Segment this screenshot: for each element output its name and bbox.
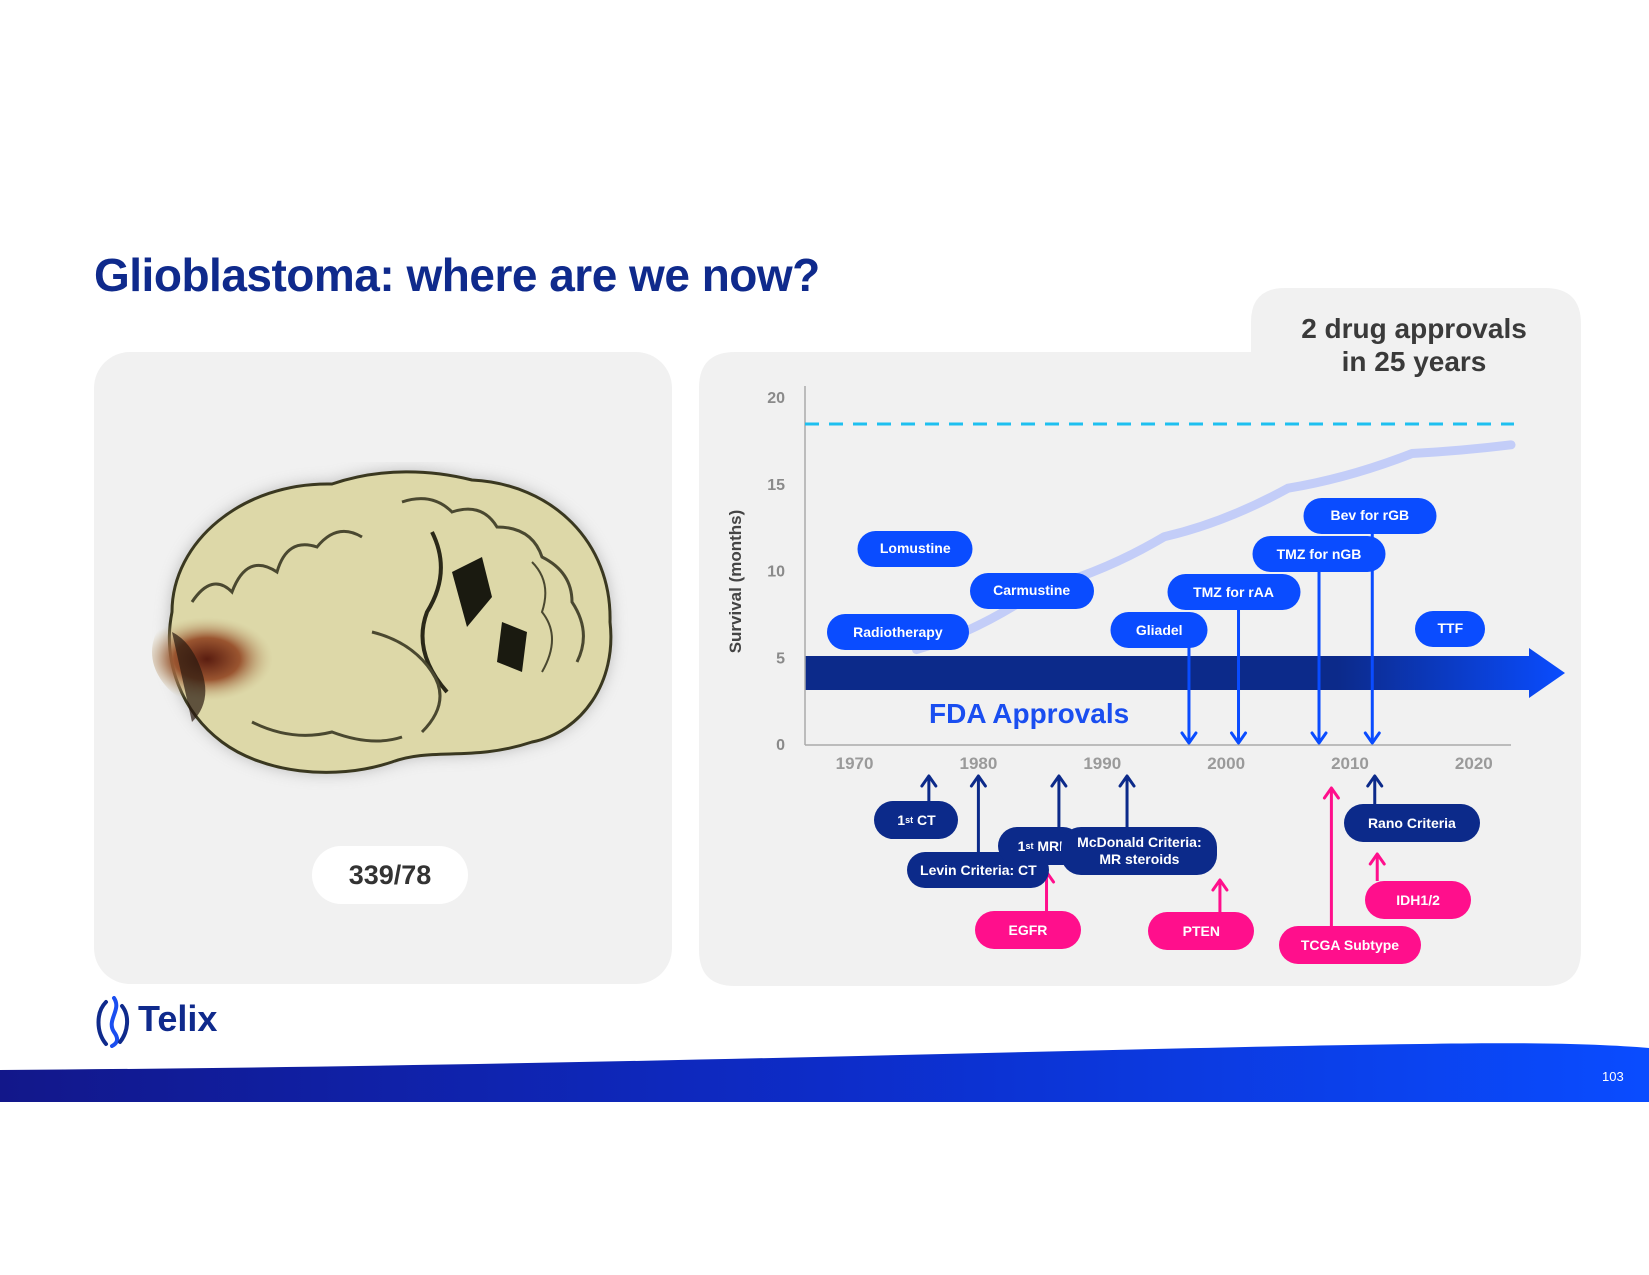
x-tick-label: 1990 <box>1083 754 1121 773</box>
x-tick-label: 1980 <box>959 754 997 773</box>
molecular-idh1-2: IDH1/2 <box>1365 881 1472 919</box>
molecular-tcga-subtype: TCGA Subtype <box>1278 926 1421 964</box>
approval-label: Bev for rGB <box>1330 507 1410 524</box>
imaging-mcdonald-criteria-mr-steroids: McDonald Criteria:MR steroids <box>1061 827 1218 875</box>
milestone-label: Levin Criteria: CT <box>920 861 1037 878</box>
molecular-label: TCGA Subtype <box>1300 936 1400 953</box>
footer-band <box>0 1043 1649 1102</box>
approval-carmustine: Carmustine <box>969 572 1094 609</box>
molecular-label: IDH1/2 <box>1396 891 1440 908</box>
y-tick-label: 20 <box>767 390 785 407</box>
chart-panel: 2 drug approvals in 25 years 0 5 10 15 20 197… <box>699 288 1581 986</box>
imaging-arrow-head <box>1118 774 1136 788</box>
page-number: 103 <box>1602 1069 1624 1084</box>
approval-gliadel: Gliadel <box>1110 612 1208 649</box>
approval-label: TMZ for rAA <box>1193 583 1274 600</box>
approval-arrow-head <box>1230 731 1248 745</box>
y-tick-label: 15 <box>767 477 785 494</box>
approval-ttf: TTF <box>1415 610 1486 647</box>
approval-label: Carmustine <box>993 582 1071 599</box>
approval-tmz-for-ngb: TMZ for nGB <box>1252 536 1386 573</box>
milestone-label-part: 1 <box>897 811 906 828</box>
imaging-rano-criteria: Rano Criteria <box>1343 804 1480 842</box>
milestone-label: Rano Criteria <box>1367 814 1456 831</box>
y-tick-label: 5 <box>776 650 785 667</box>
milestone-label-part: MRI <box>1033 837 1064 854</box>
molecular-pten: PTEN <box>1148 912 1255 950</box>
molecular-arrow-head <box>1368 852 1386 866</box>
page-title: Glioblastoma: where are we now? <box>94 249 820 301</box>
callout-line-2: in 25 years <box>1341 346 1487 377</box>
approval-tmz-for-raa: TMZ for rAA <box>1167 574 1301 611</box>
approval-label: Radiotherapy <box>853 623 943 640</box>
approval-label: Lomustine <box>879 540 951 557</box>
callout-line-1: 2 drug approvals <box>1301 313 1527 344</box>
approval-label: Gliadel <box>1135 621 1183 638</box>
logo-text: Telix <box>138 998 218 1039</box>
imaging-arrow-head <box>969 774 987 788</box>
imaging-arrow-head <box>1366 774 1384 788</box>
fda-approvals-band <box>805 648 1565 698</box>
imaging-arrow-head <box>1050 774 1068 788</box>
fda-approvals-label: FDA Approvals <box>929 698 1130 729</box>
approval-label: TMZ for nGB <box>1276 545 1362 562</box>
drug-approvals-callout: 2 drug approvals in 25 years <box>1279 312 1549 378</box>
milestone-label-line: MR steroids <box>1099 851 1180 867</box>
x-tick-label: 1970 <box>836 754 874 773</box>
y-tick-label: 10 <box>767 564 785 581</box>
approval-arrow-head <box>1363 731 1381 745</box>
x-tick-label: 2010 <box>1331 754 1369 773</box>
x-tick-label: 2000 <box>1207 754 1245 773</box>
molecular-arrow-head <box>1322 786 1340 800</box>
milestone-label-line: McDonald Criteria: <box>1077 834 1202 850</box>
milestone-label-part: 1 <box>1017 837 1026 854</box>
approval-lomustine: Lomustine <box>857 530 973 567</box>
approval-label: TTF <box>1437 620 1464 637</box>
molecular-label: EGFR <box>1008 921 1048 938</box>
x-tick-label: 2020 <box>1455 754 1493 773</box>
brain-section-image <box>132 462 652 792</box>
approval-arrow-head <box>1310 731 1328 745</box>
y-tick-label: 0 <box>776 737 785 754</box>
y-axis-title: Survival (months) <box>726 510 745 654</box>
imaging-levin-criteria-ct: Levin Criteria: CT <box>907 852 1050 888</box>
molecular-label: PTEN <box>1182 922 1221 939</box>
image-caption: 339/78 <box>312 846 468 904</box>
milestone-label-part: CT <box>913 811 936 828</box>
image-panel: 339/78 <box>94 352 672 984</box>
molecular-egfr: EGFR <box>974 911 1081 949</box>
telix-logo-icon <box>96 996 129 1048</box>
telix-logo: Telix <box>92 996 217 1048</box>
approval-radiotherapy: Radiotherapy <box>826 614 969 651</box>
molecular-arrow-head <box>1211 878 1229 892</box>
approval-bev-for-rgb: Bev for rGB <box>1303 497 1437 534</box>
approval-arrow-head <box>1180 731 1198 745</box>
imaging-arrow-head <box>920 774 938 788</box>
